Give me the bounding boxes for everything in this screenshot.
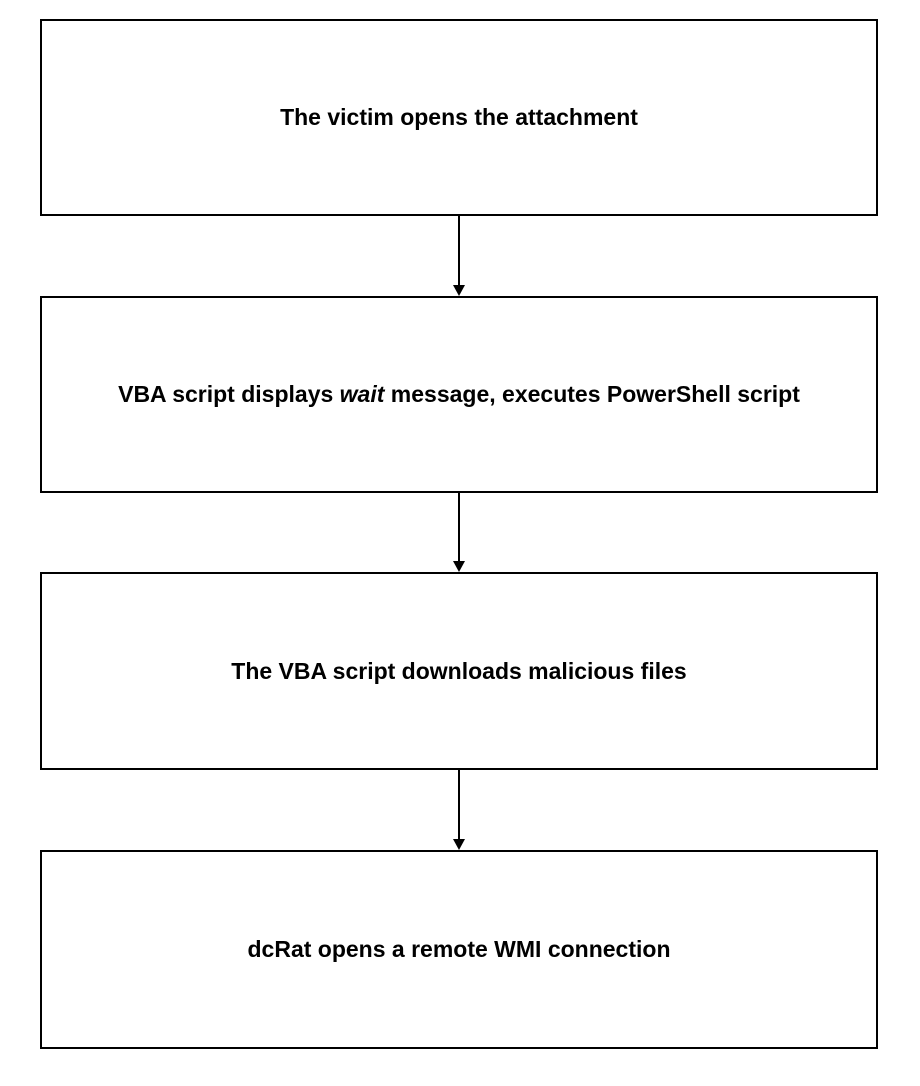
connector-2 — [40, 493, 878, 572]
flow-step-4: dcRat opens a remote WMI connection — [40, 850, 878, 1049]
arrow-line — [458, 216, 460, 286]
arrow-line — [458, 770, 460, 840]
flow-step-2-label: VBA script displays wait message, execut… — [110, 380, 808, 409]
arrow-line — [458, 493, 460, 562]
text-segment: dcRat opens a remote WMI connection — [247, 936, 671, 963]
flow-step-2: VBA script displays wait message, execut… — [40, 296, 878, 493]
text-segment: The victim opens the attachment — [280, 104, 638, 131]
arrowhead-down-icon — [453, 561, 465, 572]
flow-step-3-label: The VBA script downloads malicious files — [223, 657, 694, 686]
arrowhead-down-icon — [453, 285, 465, 296]
flow-step-4-label: dcRat opens a remote WMI connection — [240, 935, 679, 964]
flow-step-1-label: The victim opens the attachment — [272, 103, 646, 132]
text-segment-italic: wait — [339, 381, 385, 408]
arrowhead-down-icon — [453, 839, 465, 850]
connector-3 — [40, 770, 878, 850]
flow-step-1: The victim opens the attachment — [40, 19, 878, 216]
connector-1 — [40, 216, 878, 296]
text-segment: The VBA script downloads malicious files — [231, 657, 687, 684]
text-segment: VBA script displays — [118, 381, 340, 408]
text-segment: message, executes PowerShell script — [384, 381, 800, 408]
flow-step-3: The VBA script downloads malicious files — [40, 572, 878, 770]
